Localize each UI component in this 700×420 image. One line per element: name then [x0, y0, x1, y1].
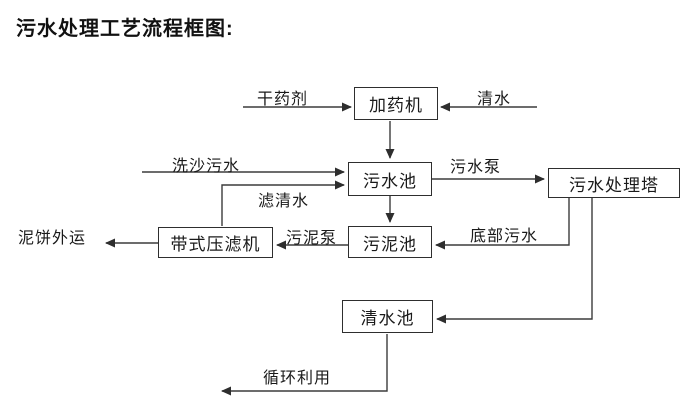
- flow-label-mud-cake-out: 泥饼外运: [18, 230, 87, 247]
- arrow-treatment-tower-to-clean-water-pool: [436, 198, 593, 324]
- flow-label-dry-agent: 干药剂: [257, 91, 309, 108]
- arrow-bottom-sewage-to-sludge-pool: [435, 198, 570, 250]
- arrow-clean-water-pool-to-recycle: [221, 334, 388, 396]
- flow-label-sand-washing-sewage: 洗沙污水: [172, 158, 241, 175]
- flow-label-sewage-pump: 污水泵: [450, 159, 502, 176]
- node-dosing-machine: 加药机: [354, 87, 438, 120]
- node-belt-filter-press: 带式压滤机: [158, 227, 273, 258]
- node-treatment-tower: 污水处理塔: [548, 168, 680, 198]
- arrow-filtered-water-to-sewage-pool: [221, 180, 345, 226]
- flow-label-bottom-sewage: 底部污水: [470, 228, 539, 245]
- node-sludge-pool: 污泥池: [348, 226, 432, 258]
- flow-label-clean-water-in: 清水: [477, 91, 512, 108]
- node-clean-water-pool: 清水池: [342, 300, 433, 333]
- diagram-title: 污水处理工艺流程框图:: [16, 18, 234, 40]
- flow-label-sludge-pump: 污泥泵: [286, 230, 338, 247]
- node-sewage-pool: 污水池: [348, 162, 432, 196]
- flow-label-recycle-use: 循环利用: [263, 370, 332, 387]
- flow-label-filtered-water: 滤清水: [258, 193, 310, 210]
